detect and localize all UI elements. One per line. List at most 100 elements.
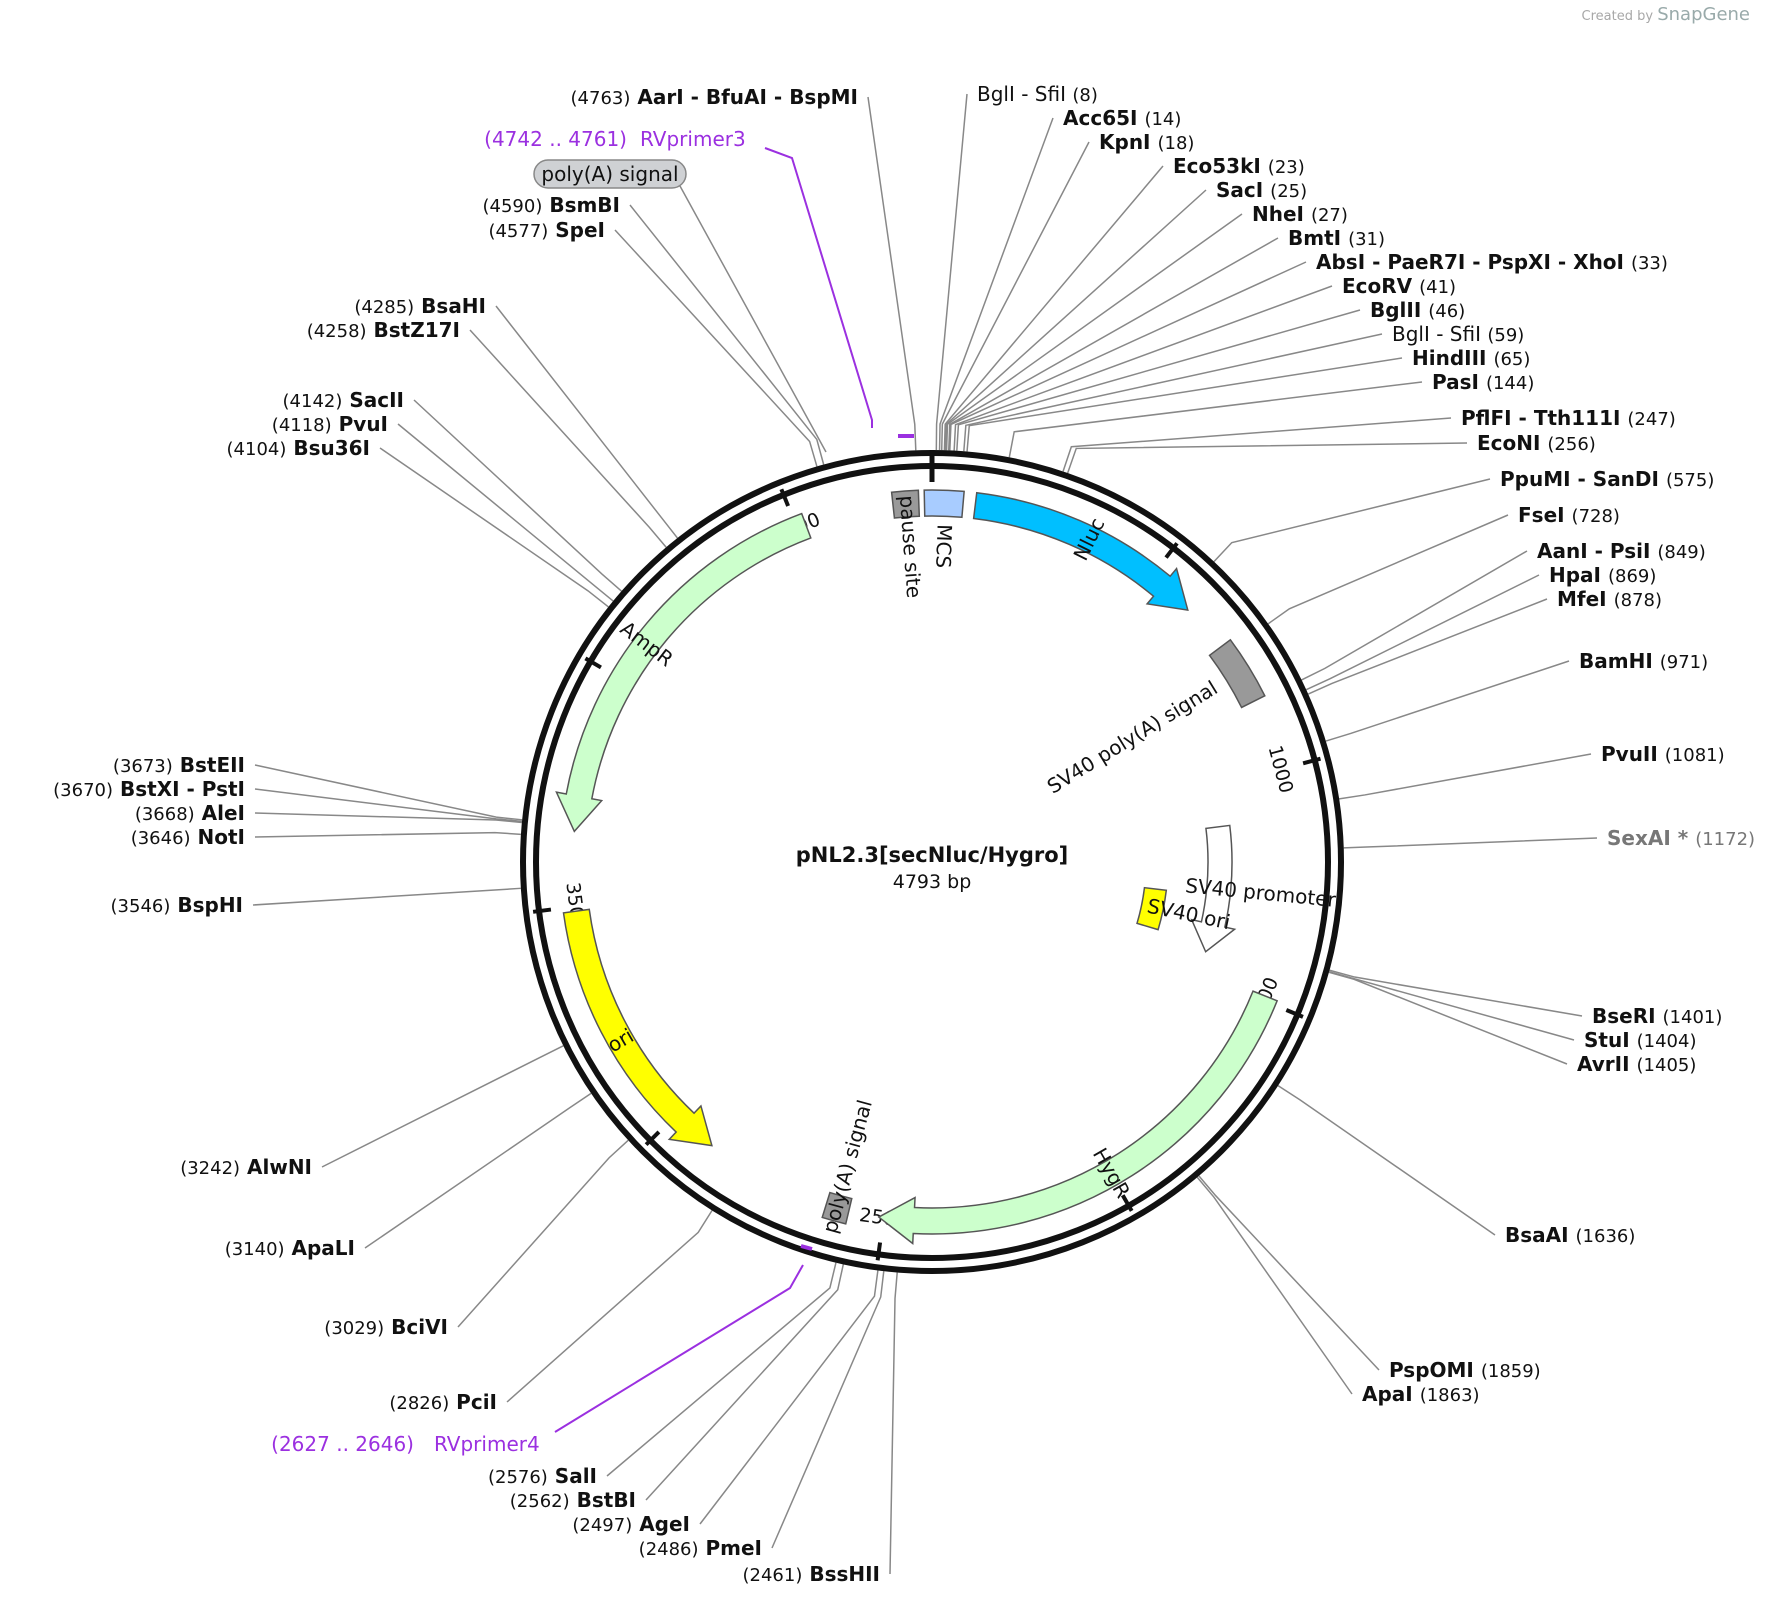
site-position: (8) (1072, 85, 1098, 106)
leader-pasi-144 (1008, 381, 1423, 458)
enzyme-label-2461-bsshii: (2461) BssHII (743, 1562, 881, 1586)
enzyme-names: AarI - BfuAI - BspMI (630, 85, 858, 109)
enzyme-label-stui-1404: StuI (1404) (1584, 1028, 1696, 1052)
enzyme-label-hpai-869: HpaI (869) (1549, 563, 1656, 587)
polya-pill-bg (533, 159, 687, 189)
leader-pflfi-tth111i-247 (1062, 417, 1452, 472)
leader-fsei-728 (1267, 514, 1509, 625)
primer3-name: RVprimer3 (640, 127, 746, 151)
enzyme-names: BssHII (802, 1562, 880, 1586)
site-position: (3673) (113, 756, 173, 777)
site-position: (3670) (53, 780, 113, 801)
enzyme-label-ppumi-sandi-575: PpuMI - SanDI (575) (1500, 467, 1714, 491)
enzyme-label-bgli-sfii-59: BglI - SfiI (59) (1392, 322, 1524, 346)
leader-bgli-sfii-59 (963, 333, 1383, 452)
leader-4285-bsahi (495, 305, 679, 539)
enzyme-names: Acc65I (1063, 106, 1144, 130)
site-position: (3140) (225, 1239, 285, 1260)
enzyme-names: AgeI (632, 1512, 690, 1536)
feature-pause-site (890, 489, 921, 519)
enzyme-label-4577-spei: (4577) SpeI (488, 218, 605, 242)
leader-4142-sacii (413, 399, 623, 592)
enzyme-names: BsmBI (542, 193, 620, 217)
enzyme-label-bgli-sfii-8: BglI - SfiI (8) (977, 82, 1098, 106)
site-position: (869) (1608, 566, 1656, 587)
enzyme-label-2562-bstbi: (2562) BstBI (510, 1488, 636, 1512)
enzyme-names: BseRI (1592, 1004, 1663, 1028)
enzyme-label-3673-bsteii: (3673) BstEII (113, 753, 245, 777)
polya-pill-leader (679, 185, 827, 453)
enzyme-names: EcoRV (1342, 274, 1419, 298)
enzyme-names: ApaI (1362, 1382, 1420, 1406)
primer3-leader (764, 147, 873, 428)
tick-2500 (875, 1242, 883, 1261)
leader-3546-bsphi (252, 887, 521, 906)
enzyme-names: AbsI - PaeR7I - PspXI - XhoI (1316, 250, 1631, 274)
site-position: (27) (1311, 205, 1348, 226)
enzyme-names: Eco53kI (1173, 154, 1268, 178)
primer-rvprimer3: (4742 .. 4761) RVprimer3 (484, 127, 914, 438)
leader-econi-256 (1066, 442, 1468, 474)
leader-bgli-sfii-8 (935, 93, 968, 451)
enzyme-label-hindiii-65: HindIII (65) (1412, 346, 1530, 370)
leader-mfei-878 (1307, 598, 1548, 695)
enzyme-names: AanI - PsiI (1537, 539, 1657, 563)
enzyme-names: BglI - SfiI (1392, 322, 1487, 346)
polya-pill-label: poly(A) signal (541, 162, 678, 186)
leader-2576-sali (606, 1262, 837, 1477)
enzyme-label-acc65i-14: Acc65I (14) (1063, 106, 1181, 130)
enzyme-label-bamhi-971: BamHI (971) (1579, 649, 1708, 673)
site-position: (1863) (1420, 1385, 1480, 1406)
feature-ampr (555, 512, 812, 833)
site-position: (4577) (488, 221, 548, 242)
site-position: (4104) (227, 439, 287, 460)
enzyme-label-avrii-1405: AvrII (1405) (1577, 1052, 1696, 1076)
enzyme-names: SalI (548, 1464, 597, 1488)
leader-hindiii-65 (966, 357, 1403, 452)
enzyme-names: BglII (1370, 298, 1428, 322)
leader-pspomi-1859 (1198, 1175, 1380, 1371)
site-position: (31) (1348, 229, 1385, 250)
enzyme-label-eco53ki-23: Eco53kI (23) (1173, 154, 1305, 178)
leader-3670-bstxi-psti (254, 788, 523, 823)
site-position: (878) (1614, 590, 1662, 611)
primer4-mark (800, 1244, 813, 1251)
leader-4763-aari-bfuai-bspmi (867, 96, 917, 451)
primer4-leader (554, 1264, 804, 1433)
enzyme-names: AlwNI (240, 1155, 312, 1179)
leader-avrii-1405 (1328, 971, 1568, 1065)
enzyme-names: PflFI - Tth111I (1461, 406, 1627, 430)
leader-4577-spei (614, 229, 818, 467)
leader-3242-alwni (321, 1045, 564, 1168)
site-position: (256) (1547, 434, 1595, 455)
enzyme-names: SpeI (548, 218, 605, 242)
site-position: (2461) (743, 1565, 803, 1586)
enzyme-label-saci-25: SacI (25) (1216, 178, 1307, 202)
enzyme-label-sexai-1172: SexAI * (1172) (1607, 826, 1755, 850)
enzyme-label-pvuii-1081: PvuII (1081) (1601, 742, 1725, 766)
site-position: (2826) (389, 1393, 449, 1414)
enzyme-label-3140-apali: (3140) ApaLI (225, 1236, 355, 1260)
plasmid-length: 4793 bp (893, 871, 972, 893)
enzyme-names: SacII (342, 388, 404, 412)
feature-sv40-ori (1136, 886, 1168, 931)
enzyme-label-pflfi-tth111i-247: PflFI - Tth111I (247) (1461, 406, 1676, 430)
leader-4104-bsu36i (379, 447, 609, 608)
enzyme-leader-lines (252, 93, 1598, 1575)
enzyme-names: NotI (191, 825, 245, 849)
site-position: (23) (1268, 157, 1305, 178)
enzyme-label-4142-sacii: (4142) SacII (283, 388, 404, 412)
leader-stui-1404 (1328, 971, 1575, 1041)
enzyme-label-3668-alei: (3668) AleI (135, 801, 245, 825)
enzyme-label-4763-aari-bfuai-bspmi: (4763) AarI - BfuAI - BspMI (571, 85, 858, 109)
site-position: (3646) (131, 828, 191, 849)
site-position: (1636) (1576, 1226, 1636, 1247)
site-position: (4142) (283, 391, 343, 412)
site-position: (1859) (1481, 1361, 1541, 1382)
enzyme-names: BspHI (170, 893, 243, 917)
site-position: (2576) (488, 1467, 548, 1488)
enzyme-names: AvrII (1577, 1052, 1637, 1076)
feature-ori (562, 908, 713, 1147)
site-position: (1404) (1637, 1031, 1697, 1052)
enzyme-label-4590-bsmbi: (4590) BsmBI (483, 193, 621, 217)
